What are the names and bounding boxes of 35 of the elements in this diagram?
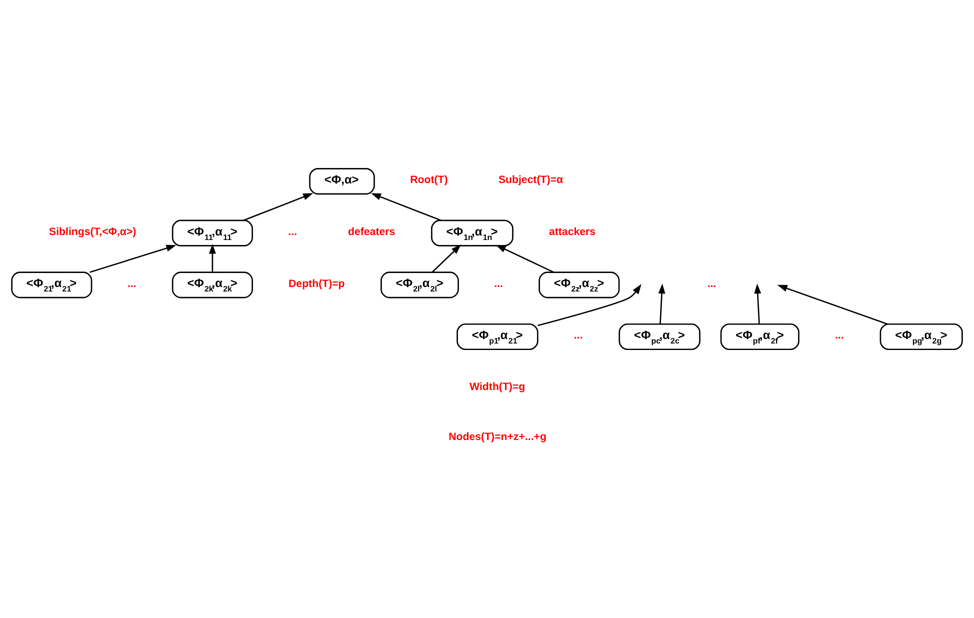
label: ... (834, 329, 844, 342)
label: ... (707, 277, 716, 290)
node-box: <Φ$_{11}$,α$_{11}$> (172, 219, 253, 246)
arrow (538, 284, 642, 326)
node-box: <Φ$_{pf}$,α$_{2f}$> (720, 322, 800, 350)
node-box: <Φ$_{pg}$,α$_{2g}$> (880, 322, 963, 350)
node-box: <Φ$_{2k}$,α$_{2k}$> (172, 271, 253, 298)
arrow (658, 283, 666, 324)
arrow (208, 243, 216, 272)
arrow (242, 192, 314, 221)
node-box: <Φ$_{2l}$,α$_{2l}$> (380, 271, 459, 298)
node-box: <Φ$_{2z}$,α$_{2z}$> (538, 271, 620, 298)
node-box: <Φ$_{1n}$,α$_{1n}$> (431, 219, 514, 246)
arrow (496, 244, 554, 272)
label: Nodes(T)=n+z+...+g (448, 430, 547, 443)
label: Width(T)=g (470, 380, 526, 392)
arrow (432, 244, 462, 272)
node-box: <Φ,α> (309, 168, 375, 194)
label: ... (494, 277, 503, 290)
arrow (777, 284, 888, 324)
label: Root(T) (410, 174, 448, 186)
label: Siblings(T,<Φ,α>) (49, 225, 136, 238)
node-box: <Φ$_{21}$,α$_{21}$> (11, 271, 92, 298)
label: ... (288, 225, 298, 238)
label: ... (574, 329, 583, 342)
label: attackers (548, 225, 596, 238)
label: Depth(T)=p (288, 277, 345, 290)
arrow (371, 192, 442, 221)
label: defeaters (348, 225, 396, 238)
node-box: <Φ$_{pc}$,α$_{2c}$> (618, 322, 700, 350)
node-box: <Φ$_{p1}$,α$_{21}$> (456, 322, 538, 350)
arrow (90, 244, 176, 272)
arrow (754, 283, 762, 324)
label: Subject(T)=α (498, 174, 564, 186)
label: ... (127, 277, 136, 290)
